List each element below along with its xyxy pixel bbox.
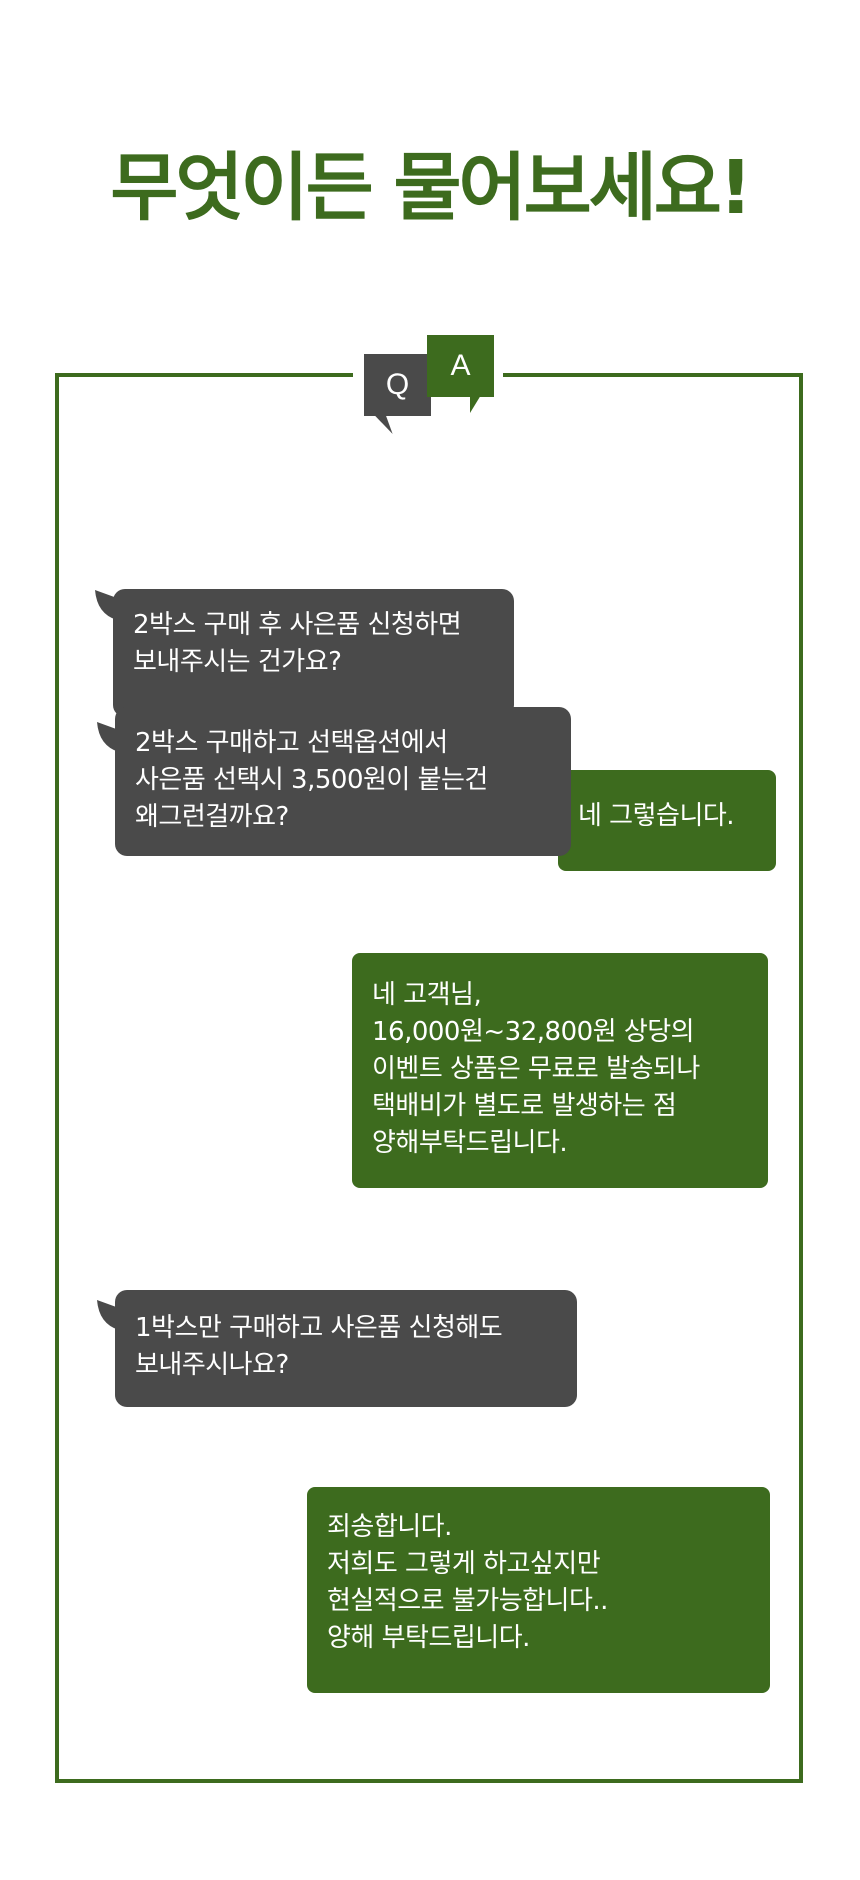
question-bubble-tail-icon	[95, 590, 117, 620]
page-title: 무엇이든 물어보세요!	[110, 145, 752, 231]
answer-bubble-2: 네 고객님, 16,000원~32,800원 상당의 이벤트 상품은 무료로 발…	[352, 953, 768, 1188]
question-bubble-tail-icon	[97, 1300, 119, 1330]
question-bubble-tail-icon	[97, 722, 119, 752]
question-bubble-1: 2박스 구매 후 사은품 신청하면 보내주시는 건가요?	[113, 589, 514, 717]
question-bubble-3: 1박스만 구매하고 사은품 신청해도 보내주시나요?	[115, 1290, 577, 1407]
answer-bubble-1: 네 그렇습니다.	[558, 770, 776, 871]
question-bubble-2: 2박스 구매하고 선택옵션에서 사은품 선택시 3,500원이 붙는건 왜그런걸…	[115, 707, 571, 856]
a-tag-tail	[470, 395, 481, 413]
answer-bubble-3: 죄송합니다. 저희도 그렇게 하고싶지만 현실적으로 불가능합니다.. 양해 부…	[307, 1487, 770, 1693]
q-tag: Q	[364, 354, 431, 416]
a-tag: A	[427, 335, 494, 397]
